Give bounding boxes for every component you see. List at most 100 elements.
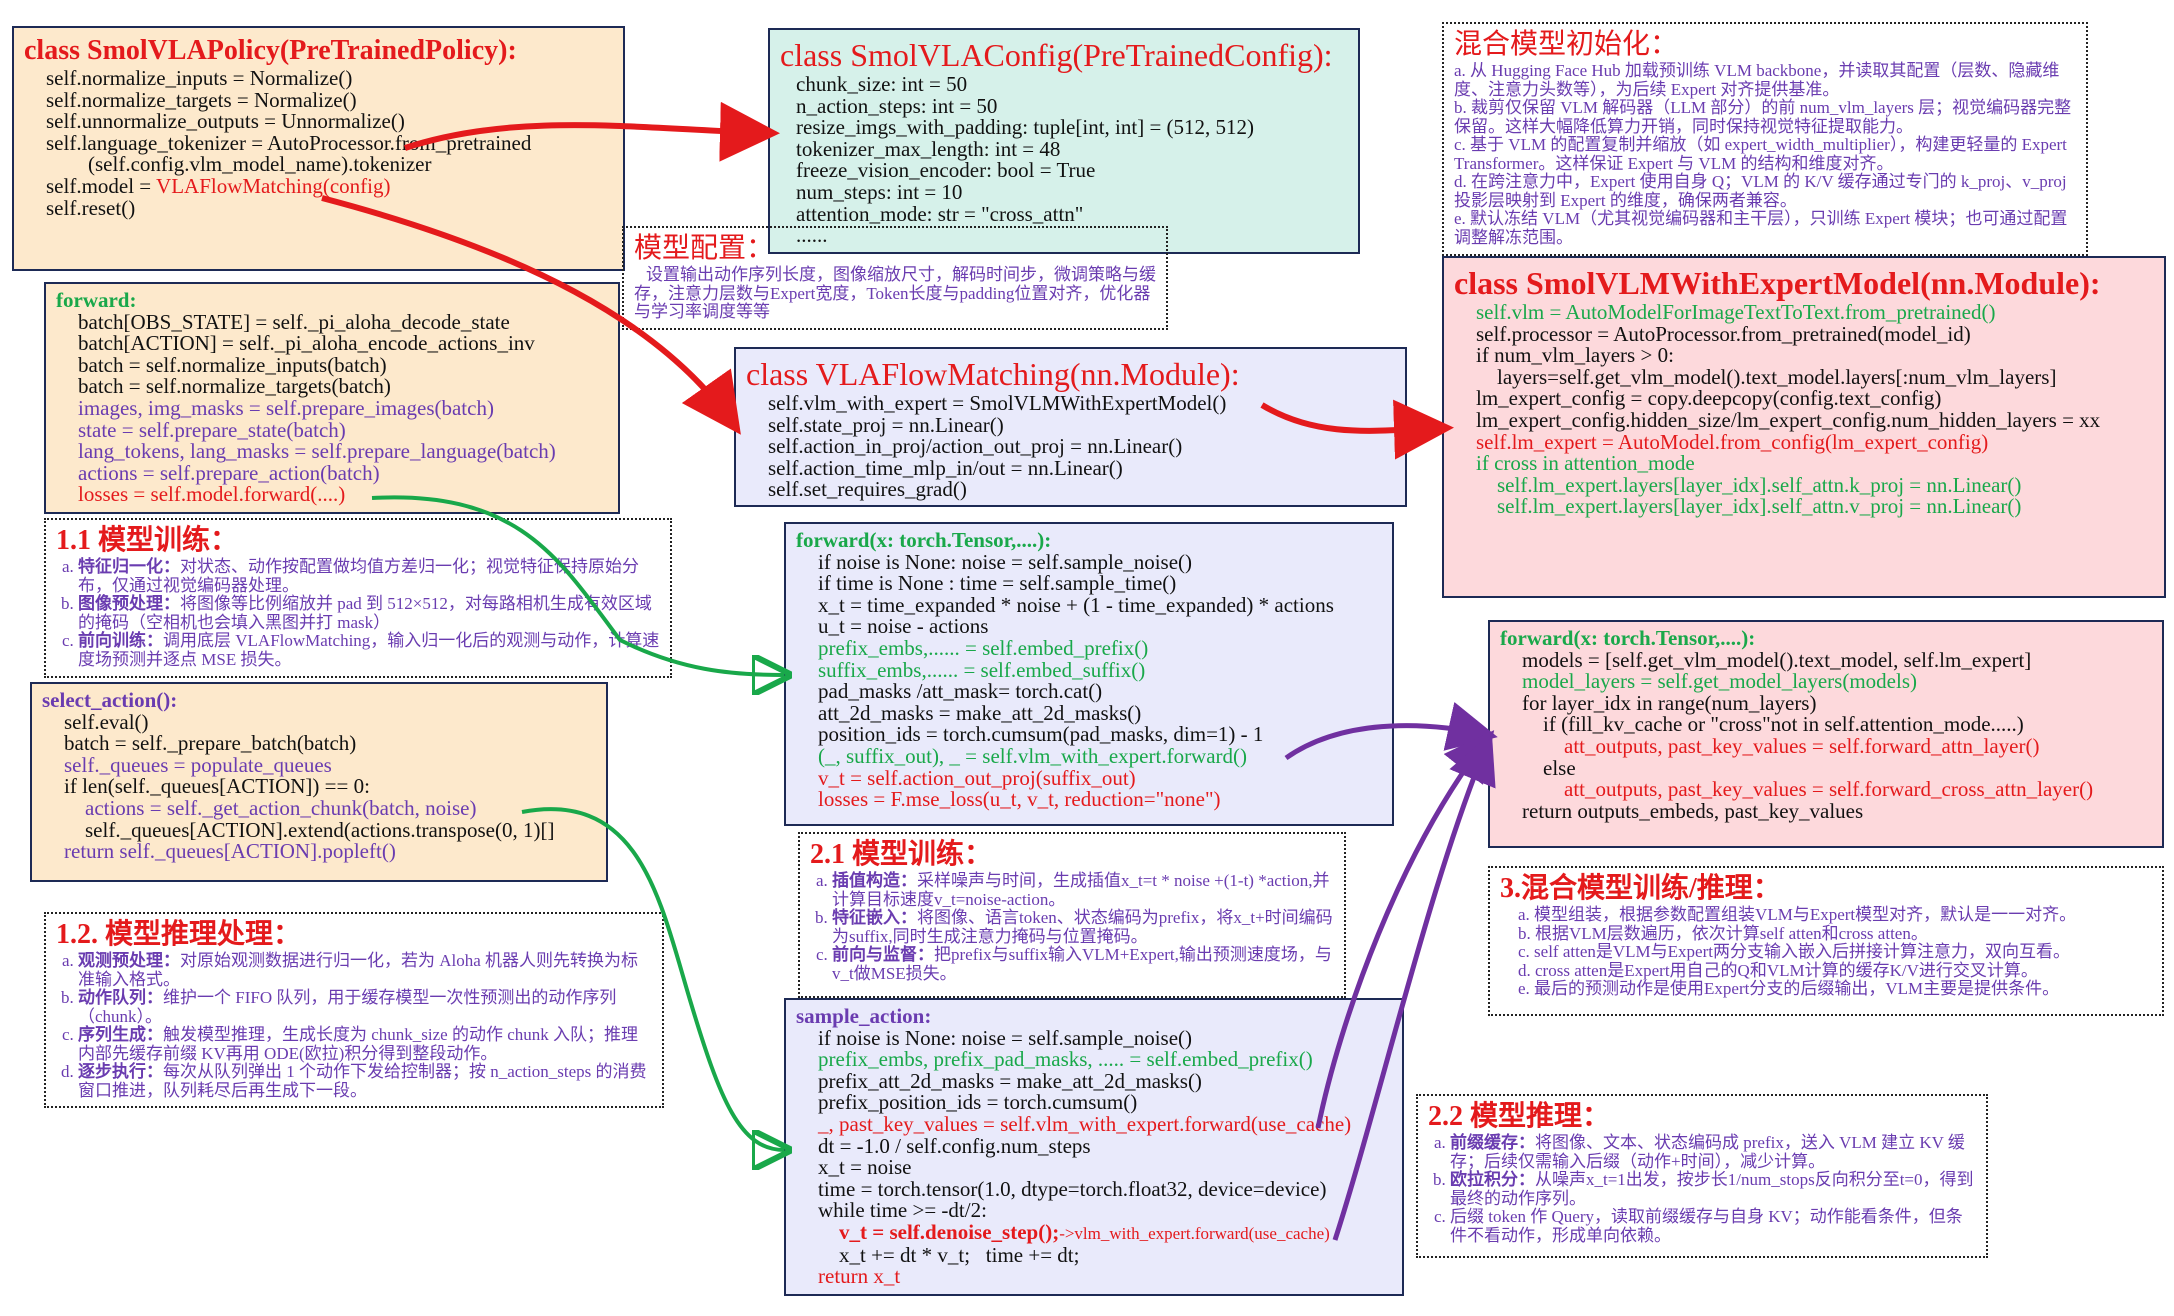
- expert-model-line: self.lm_expert.layers[layer_idx].self_at…: [1476, 472, 2022, 497]
- flow-forward-line: x_t = time_expanded * noise + (1 - time_…: [818, 592, 1334, 617]
- flow-body: self.vlm_with_expert = SmolVLMWithExpert…: [746, 391, 1395, 502]
- policy-forward-head: forward:: [56, 288, 137, 312]
- hybrid-note: 3.混合模型训练/推理： a. 模型组装，根据参数配置组装VLM与Expert模…: [1488, 866, 2164, 1016]
- select-action-body: self.eval()batch = self._prepare_batch(b…: [42, 709, 596, 864]
- infer2-note-item: 前缀缓存：将图像、文本、状态编码成 prefix，送入 VLM 建立 KV 缓存…: [1450, 1133, 1976, 1171]
- train-note-item: 图像预处理：将图像等比例缩放并 pad 到 512×512，对每路相机生成有效区…: [78, 594, 660, 632]
- infer-note-item: 逐步执行：每次从队列弹出 1 个动作下发给控制器；按 n_action_step…: [78, 1062, 652, 1100]
- flow-forward-line: att_2d_masks = make_att_2d_masks(): [818, 700, 1142, 725]
- sample-action-lines: if noise is None: noise = self.sample_no…: [818, 1025, 1392, 1223]
- hybrid-note-list: a. 模型组装，根据参数配置组装VLM与Expert模型对齐，默认是一一对齐。b…: [1500, 905, 2152, 999]
- select-action-line: self.eval(): [64, 709, 149, 734]
- infer2-note-item: 后缀 token 作 Query，读取前缀缓存与自身 KV；动作能看条件，但条件…: [1450, 1207, 1976, 1245]
- flow-forward-line: suffix_embs,...... = self.embed_suffix(): [818, 657, 1146, 682]
- config-line: n_action_steps: int = 50: [796, 93, 998, 118]
- train-note-item: 特征归一化：对状态、动作按配置做均值方差归一化；视觉特征保持原始分布，仅通过视觉…: [78, 557, 660, 595]
- sample-action-line: while time >= -dt/2:: [818, 1198, 987, 1223]
- select-action-line: batch = self._prepare_batch(batch): [64, 731, 357, 756]
- policy-forward-body: batch[OBS_STATE] = self._pi_aloha_decode…: [56, 311, 608, 506]
- config-note-text: 设置输出动作序列长度，图像缩放尺寸，解码时间步，微调策略与缓存，注意力层数与Ex…: [634, 265, 1156, 321]
- sample-action-line: prefix_att_2d_masks = make_att_2d_masks(…: [818, 1068, 1202, 1093]
- expert-model-line: if cross in attention_mode: [1476, 451, 1695, 476]
- policy-line: self.normalize_targets = Normalize(): [46, 87, 357, 112]
- hybrid-note-item: c. self atten是VLM与Expert两分支输入嵌入后拼接计算注意力，…: [1518, 942, 2070, 961]
- expert-model-line: lm_expert_config.hidden_size/lm_expert_c…: [1476, 407, 2101, 432]
- select-action-line: if len(self._queues[ACTION]) == 0:: [64, 774, 370, 799]
- expert-model-line: self.processor = AutoProcessor.from_pret…: [1476, 321, 1971, 346]
- sample-action-line: prefix_position_ids = torch.cumsum(): [818, 1090, 1138, 1115]
- expert-model-body: self.vlm = AutoModelForImageTextToText.f…: [1454, 301, 2154, 519]
- flow-title: class VLAFlowMatching(nn.Module):: [746, 356, 1240, 392]
- sample-action-line: time = torch.tensor(1.0, dtype=torch.flo…: [818, 1176, 1327, 1201]
- init-note-title: 混合模型初始化：: [1454, 29, 1679, 60]
- select-action-line: return self._queues[ACTION].popleft(): [64, 839, 396, 864]
- infer2-note-list: 前缀缓存：将图像、文本、状态编码成 prefix，送入 VLM 建立 KV 缓存…: [1428, 1133, 1976, 1245]
- sample-action-line: if noise is None: noise = self.sample_no…: [818, 1025, 1193, 1050]
- hybrid-note-item: e. 最后的预测动作是使用Expert分支的后缀输出，VLM主要是提供条件。: [1518, 979, 2060, 998]
- flow-forward-box: forward(x: torch.Tensor,....): if noise …: [784, 522, 1394, 826]
- flow-forward-line: position_ids = torch.cumsum(pad_masks, d…: [818, 722, 1264, 747]
- init-note-item: e. 默认冻结 VLM（尤其视觉编码器和主干层），只训练 Expert 模块；也…: [1454, 209, 2068, 247]
- expert-model-box: class SmolVLMWithExpertModel(nn.Module):…: [1442, 256, 2166, 598]
- policy-line: self.unnormalize_outputs = Unnormalize(): [46, 109, 405, 134]
- config-body: chunk_size: int = 50 n_action_steps: int…: [780, 72, 1348, 247]
- expert-forward-line: for layer_idx in range(num_layers): [1522, 690, 1817, 715]
- infer2-note-title: 2.2 模型推理：: [1428, 1101, 1611, 1132]
- expert-forward-line: model_layers = self.get_model_layers(mod…: [1522, 669, 1917, 694]
- expert-model-line: self.lm_expert = AutoModel.from_config(l…: [1476, 429, 1989, 454]
- policy-forward-line: batch = self.normalize_targets(batch): [78, 374, 391, 399]
- flow-line: self.action_time_mlp_in/out = nn.Linear(…: [768, 455, 1123, 480]
- infer-note-title: 1.2. 模型推理处理：: [56, 919, 302, 950]
- flow-forward-line: if noise is None: noise = self.sample_no…: [818, 549, 1193, 574]
- expert-forward-body: models = [self.get_vlm_model().text_mode…: [1500, 649, 2152, 823]
- policy-model-assign: self.model =: [46, 173, 157, 198]
- train-note-list: 特征归一化：对状态、动作按配置做均值方差归一化；视觉特征保持原始分布，仅通过视觉…: [56, 557, 660, 669]
- policy-forward-line: actions = self.prepare_action(batch): [78, 460, 380, 485]
- hybrid-note-title: 3.混合模型训练/推理：: [1500, 873, 1781, 904]
- expert-forward-line: att_outputs, past_key_values = self.forw…: [1522, 733, 2040, 758]
- denoise-call: v_t = self.denoise_step();: [818, 1219, 1060, 1244]
- sample-action-line: x_t += dt * v_t; time += dt;: [818, 1242, 1080, 1267]
- infer-note: 1.2. 模型推理处理： 观测预处理：对原始观测数据进行归一化，若为 Aloha…: [44, 912, 664, 1108]
- sample-action-tail: x_t += dt * v_t; time += dt;return x_t: [818, 1242, 1392, 1289]
- expert-forward-line: att_outputs, past_key_values = self.forw…: [1522, 777, 2094, 802]
- config-line: chunk_size: int = 50: [796, 72, 968, 96]
- policy-forward-line: state = self.prepare_state(batch): [78, 417, 346, 442]
- policy-forward-box: forward: batch[OBS_STATE] = self._pi_alo…: [44, 282, 620, 514]
- config-line: attention_mode: str = "cross_attn": [796, 201, 1084, 226]
- flow-forward-line: v_t = self.action_out_proj(suffix_out): [818, 765, 1136, 790]
- flow-forward-line: (_, suffix_out), _ = self.vlm_with_exper…: [818, 743, 1248, 768]
- expert-forward-box: forward(x: torch.Tensor,....): models = …: [1488, 620, 2164, 848]
- config-line: num_steps: int = 10: [796, 179, 963, 204]
- hybrid-note-item: d. cross atten是Expert用自己的Q和VLM计算的缓存K/V进行…: [1518, 960, 2038, 980]
- train-note: 1.1 模型训练： 特征归一化：对状态、动作按配置做均值方差归一化；视觉特征保持…: [44, 518, 672, 678]
- policy-line: (self.config.vlm_model_name).tokenizer: [46, 152, 432, 177]
- init-note-item: d. 在跨注意力中，Expert 使用自身 Q；VLM 的 K/V 缓存通过专门…: [1454, 172, 2067, 210]
- policy-line: self.model = VLAFlowMatching(config): [46, 173, 613, 198]
- config-line: tokenizer_max_length: int = 48: [796, 136, 1061, 161]
- flow-forward-line: if time is None : time = self.sample_tim…: [818, 571, 1177, 596]
- flow-forward-line: prefix_embs,...... = self.embed_prefix(): [818, 635, 1149, 660]
- infer-note-list: 观测预处理：对原始观测数据进行归一化，若为 Aloha 机器人则先转换为标准输入…: [56, 951, 652, 1100]
- config-note-title: 模型配置：: [634, 233, 775, 264]
- expert-model-line: if num_vlm_layers > 0:: [1476, 343, 1674, 368]
- denoise-note: ->vlm_with_expert.forward(use_cache): [1059, 1223, 1330, 1243]
- config-box: class SmolVLAConfig(PreTrainedConfig): c…: [768, 28, 1360, 254]
- config-title: class SmolVLAConfig(PreTrainedConfig):: [780, 37, 1333, 73]
- sample-action-box: sample_action: if noise is None: noise =…: [784, 998, 1404, 1296]
- select-action-line: self._queues[ACTION].extend(actions.tran…: [64, 817, 555, 842]
- train2-note-item: 插值构造：采样噪声与时间，生成插值x_t=t * noise +(1-t) *a…: [832, 871, 1334, 909]
- expert-forward-line: return outputs_embeds, past_key_values: [1522, 798, 1864, 823]
- sample-action-line: return x_t: [818, 1264, 901, 1289]
- select-action-line: actions = self._get_action_chunk(batch, …: [64, 795, 477, 820]
- expert-model-line: self.lm_expert.layers[layer_idx].self_at…: [1476, 494, 2022, 519]
- config-line: freeze_vision_encoder: bool = True: [796, 158, 1096, 183]
- init-note-item: c. 基于 VLM 的配置复制并缩放（如 expert_width_multip…: [1454, 135, 2067, 173]
- flow-forward-line: u_t = noise - actions: [818, 614, 989, 639]
- sample-action-line: _, past_key_values = self.vlm_with_exper…: [818, 1111, 1352, 1136]
- sample-action-line: dt = -1.0 / self.config.num_steps: [818, 1133, 1091, 1158]
- sample-action-head: sample_action:: [796, 1004, 932, 1028]
- flow-line: self.set_requires_grad(): [768, 477, 967, 502]
- expert-forward-head: forward(x: torch.Tensor,....):: [1500, 626, 1756, 650]
- flow-line: self.vlm_with_expert = SmolVLMWithExpert…: [768, 391, 1227, 415]
